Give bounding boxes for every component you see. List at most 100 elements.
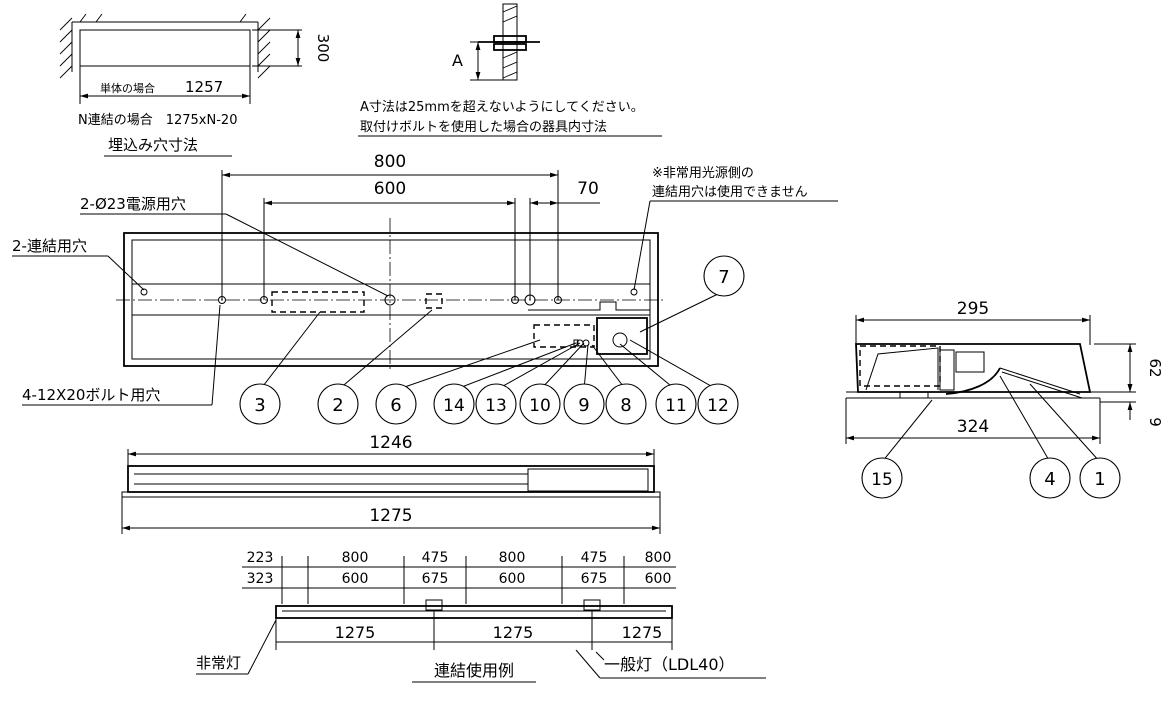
n-link-label: N連結の場合 1275xN-20 (78, 113, 237, 128)
linking-example: 223 800 475 800 475 800 323 600 675 600 … (196, 550, 766, 683)
unit-length-1: 1275 (493, 623, 534, 642)
link-bottom-2: 675 (422, 571, 449, 587)
dim-300: 300 (314, 34, 332, 63)
bolt-note-1: A寸法は25mmを超えないようにしてください。 (360, 100, 644, 115)
svg-text:4: 4 (1044, 469, 1055, 490)
callout-1: 1 (1079, 457, 1121, 499)
unit-length-0: 1275 (335, 623, 376, 642)
callout-14: 14 (433, 383, 475, 425)
recess-opening (79, 29, 251, 67)
general-lamp-label: 一般灯（LDL40） (604, 655, 735, 674)
battery-unit (533, 324, 595, 348)
callout-6: 6 (375, 383, 417, 425)
dim-295: 295 (957, 299, 989, 319)
callout-12: 12 (697, 383, 739, 425)
link-bottom-5: 600 (645, 571, 672, 587)
link-hole-right (630, 288, 638, 296)
svg-text:12: 12 (707, 396, 729, 416)
svg-text:15: 15 (871, 470, 893, 490)
callout-10: 10 (519, 383, 561, 425)
svg-text:13: 13 (485, 396, 507, 416)
link-top-3: 800 (499, 550, 526, 566)
bolt-hole-3 (511, 296, 519, 304)
link-bottom-0: 323 (247, 571, 274, 587)
single-label: 単体の場合 (100, 81, 155, 95)
emergency-lamp-label: 非常灯 (196, 654, 241, 672)
side-body (127, 465, 655, 493)
link-top-4: 475 (581, 550, 608, 566)
svg-text:8: 8 (620, 395, 631, 416)
dim-1275: 1275 (369, 506, 412, 526)
emergency-section-edge (528, 301, 650, 311)
emergency-note-2: 連結用穴は使用できません (652, 184, 808, 200)
link-bottom-1: 600 (342, 571, 369, 587)
link-bottom-3: 600 (499, 571, 526, 587)
svg-text:6: 6 (390, 395, 401, 416)
callout-15: 15 (861, 457, 903, 499)
callouts: 3 2 6 14 13 10 9 8 11 12 7 (239, 255, 745, 425)
svg-text:3: 3 (254, 395, 265, 416)
svg-text:14: 14 (443, 396, 465, 416)
dim-70: 70 (577, 179, 599, 199)
link-bolt-2 (583, 599, 601, 611)
emergency-module (596, 317, 648, 355)
power-hole-1 (384, 294, 396, 306)
linking-title: 連結使用例 (434, 661, 514, 680)
bolt-nut-lower (493, 43, 527, 51)
internal-component-2 (425, 293, 443, 309)
power-hole-label: 2-Ø23電源用穴 (80, 195, 186, 213)
bolt-hole-label: 4-12X20ボルト用穴 (22, 386, 160, 404)
svg-text:9: 9 (578, 395, 589, 416)
fixture-top-view: 800 600 70 2-Ø23電源用穴 2-連結用穴 ※非常用光源側の 連結用… (12, 152, 838, 406)
dim-a: A (452, 51, 463, 70)
recess-hole-diagram: 300 単体の場合 1257 N連結の場合 1275xN-20 埋込み穴寸法 (59, 13, 332, 157)
linked-fixtures (275, 605, 673, 619)
link-top-2: 475 (422, 550, 449, 566)
svg-text:10: 10 (529, 396, 551, 416)
emergency-note-1: ※非常用光源側の (652, 166, 754, 181)
callout-7: 7 (703, 255, 745, 297)
lamp-cover (945, 367, 1001, 395)
dim-1246: 1246 (369, 433, 412, 453)
recess-title: 埋込み穴寸法 (108, 136, 198, 154)
power-hole-2 (524, 294, 536, 306)
svg-text:11: 11 (665, 396, 687, 416)
link-hole-left (140, 288, 148, 296)
callout-4: 4 (1029, 457, 1071, 499)
svg-text:1: 1 (1094, 469, 1105, 490)
callout-2: 2 (317, 383, 359, 425)
callout-3: 3 (239, 383, 281, 425)
side-emergency-module (527, 468, 649, 492)
callout-9: 9 (563, 383, 605, 425)
dim-600: 600 (374, 179, 406, 199)
internal-component-3 (271, 291, 365, 313)
single-value: 1257 (185, 78, 223, 96)
callout-11: 11 (655, 383, 697, 425)
link-top-0: 223 (247, 550, 274, 566)
section-body (855, 343, 1092, 393)
dim-9: 9 (1146, 417, 1164, 427)
dim-62: 62 (1146, 358, 1164, 377)
link-bottom-4: 675 (581, 571, 608, 587)
svg-text:7: 7 (718, 267, 729, 288)
fixture-body (123, 232, 659, 367)
link-top-5: 800 (645, 550, 672, 566)
bolt-note-2: 取付けボルトを使用した場合の器具内寸法 (360, 119, 607, 135)
bolt-hole-2 (260, 296, 268, 304)
bolt-detail: A A寸法は25mmを超えないようにしてください。 取付けボルトを使用した場合の… (358, 3, 662, 137)
bolt-hole-4 (554, 296, 562, 304)
unit-length-2: 1275 (622, 623, 663, 642)
callout-13: 13 (475, 383, 517, 425)
link-bolt-1 (425, 599, 443, 611)
svg-text:2: 2 (332, 395, 343, 416)
callout-8: 8 (605, 383, 647, 425)
dim-324: 324 (957, 417, 989, 437)
ceiling-hatching (59, 13, 271, 79)
bolt-hole-1 (218, 296, 226, 304)
dim-800: 800 (374, 152, 406, 172)
cross-section: 295 62 9 324 15 4 1 (845, 299, 1164, 499)
link-hole-label: 2-連結用穴 (12, 237, 87, 255)
side-view: 1246 1275 (121, 433, 661, 534)
link-top-1: 800 (342, 550, 369, 566)
